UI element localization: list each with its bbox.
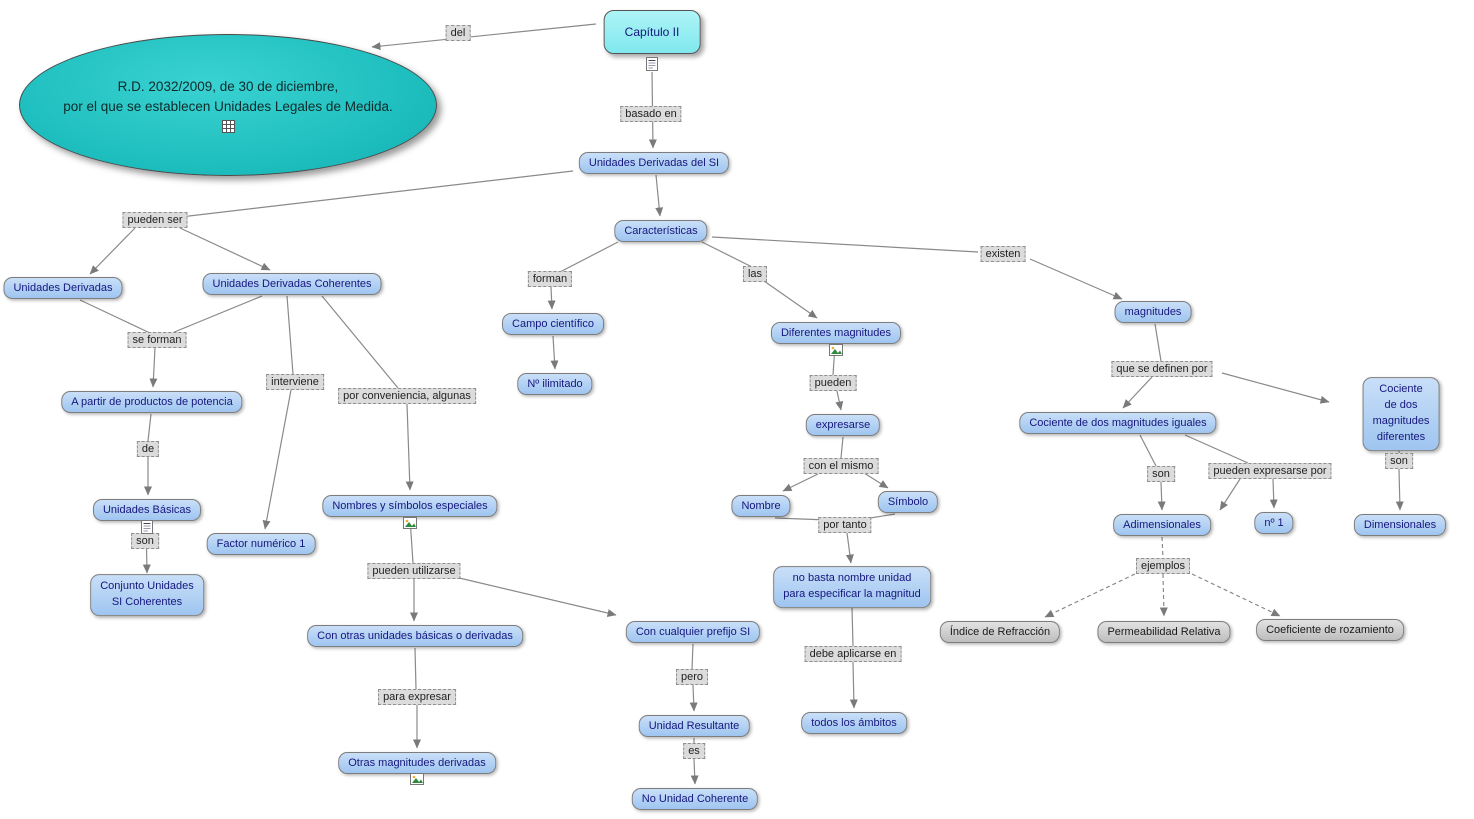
image-icon[interactable] [410, 773, 424, 785]
node-n-1[interactable]: nº 1 [1254, 512, 1294, 534]
node-n-ilimitado[interactable]: Nº ilimitado [517, 373, 593, 395]
node-con-prefijo-si[interactable]: Con cualquier prefijo SI [625, 621, 761, 643]
node-magnitudes[interactable]: magnitudes [1114, 301, 1192, 323]
node-unidades-derivadas-si[interactable]: Unidades Derivadas del SI [578, 152, 730, 174]
link-ejemplos[interactable]: ejemplos [1135, 558, 1191, 574]
node-todos-ambitos[interactable]: todos los ámbitos [801, 712, 907, 734]
link-con-el-mismo[interactable]: con el mismo [803, 458, 879, 474]
link-para-expresar[interactable]: para expresar [378, 689, 456, 705]
node-coeficiente-rozamiento[interactable]: Coeficiente de rozamiento [1256, 619, 1404, 641]
link-interviene[interactable]: interviene [266, 374, 324, 390]
link-debe-aplicarse[interactable]: debe aplicarse en [804, 646, 902, 662]
node-unidad-resultante[interactable]: Unidad Resultante [638, 715, 750, 737]
link-por-tanto[interactable]: por tanto [818, 517, 872, 533]
link-de[interactable]: de [136, 441, 160, 457]
node-factor-numerico[interactable]: Factor numérico 1 [206, 533, 316, 555]
document-icon[interactable] [141, 520, 153, 534]
rd-text: R.D. 2032/2009, de 30 de diciembre, por … [63, 78, 393, 114]
node-nombre[interactable]: Nombre [731, 495, 791, 517]
node-dimensionales[interactable]: Dimensionales [1353, 514, 1447, 536]
node-a-partir-productos[interactable]: A partir de productos de potencia [61, 391, 243, 413]
link-son-iguales[interactable]: son [1147, 466, 1175, 482]
node-unidades-derivadas[interactable]: Unidades Derivadas [3, 277, 123, 299]
node-expresarse[interactable]: expresarse [805, 414, 881, 436]
link-es[interactable]: es [683, 743, 705, 759]
document-icon[interactable] [646, 57, 658, 71]
link-que-se-definen[interactable]: que se definen por [1111, 361, 1213, 377]
node-adimensionales[interactable]: Adimensionales [1113, 514, 1211, 536]
link-las[interactable]: las [742, 266, 768, 282]
link-basado-en[interactable]: basado en [620, 106, 682, 122]
link-pueden-expresarse[interactable]: pueden expresarse por [1208, 463, 1332, 479]
node-simbolo[interactable]: Símbolo [877, 491, 939, 513]
node-rd-2032-2009[interactable]: R.D. 2032/2009, de 30 de diciembre, por … [19, 34, 437, 176]
node-capitulo-ii[interactable]: Capítulo II [603, 10, 701, 54]
link-se-forman[interactable]: se forman [127, 332, 187, 348]
image-icon[interactable] [829, 344, 843, 356]
link-del[interactable]: del [445, 25, 471, 41]
link-pero[interactable]: pero [675, 669, 709, 685]
node-nombres-simbolos[interactable]: Nombres y símbolos especiales [322, 495, 498, 517]
link-son-basicas[interactable]: son [131, 533, 159, 549]
node-cociente-diferentes[interactable]: Cociente de dos magnitudes diferentes [1362, 377, 1440, 451]
node-conjunto-unidades[interactable]: Conjunto Unidades SI Coherentes [90, 574, 204, 616]
node-cociente-iguales[interactable]: Cociente de dos magnitudes iguales [1019, 412, 1217, 434]
link-por-conveniencia[interactable]: por conveniencia, algunas [338, 388, 476, 404]
node-con-otras-unidades[interactable]: Con otras unidades básicas o derivadas [307, 625, 523, 647]
link-pueden[interactable]: pueden [809, 375, 857, 391]
node-caracteristicas[interactable]: Características [614, 220, 708, 242]
link-son-diferentes[interactable]: son [1385, 453, 1413, 469]
node-unidades-derivadas-coherentes[interactable]: Unidades Derivadas Coherentes [202, 273, 382, 295]
link-existen[interactable]: existen [980, 246, 1026, 262]
node-otras-magnitudes[interactable]: Otras magnitudes derivadas [338, 752, 496, 774]
node-unidades-basicas[interactable]: Unidades Básicas [92, 499, 202, 521]
link-forman[interactable]: forman [527, 271, 573, 287]
node-no-basta[interactable]: no basta nombre unidad para especificar … [773, 566, 931, 608]
table-icon[interactable] [221, 120, 235, 134]
node-campo-cientifico[interactable]: Campo científico [502, 313, 604, 335]
node-permeabilidad-relativa[interactable]: Permeabilidad Relativa [1097, 621, 1231, 643]
link-pueden-utilizarse[interactable]: pueden utilizarse [367, 563, 461, 579]
link-pueden-ser[interactable]: pueden ser [122, 212, 188, 228]
node-diferentes-magnitudes[interactable]: Diferentes magnitudes [770, 322, 902, 344]
node-no-unidad-coherente[interactable]: No Unidad Coherente [631, 788, 759, 810]
node-indice-refraccion[interactable]: Índice de Refracción [939, 621, 1061, 643]
image-icon[interactable] [403, 517, 417, 529]
